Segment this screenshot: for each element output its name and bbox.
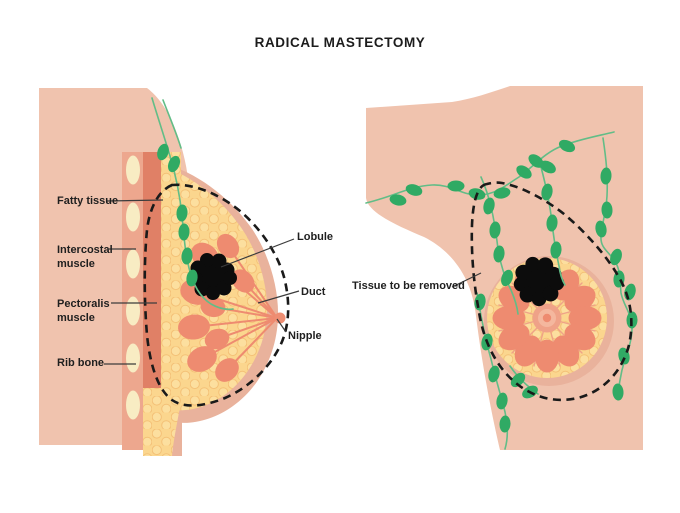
label-duct: Duct [301, 286, 326, 298]
pectoralis-muscle-strip [143, 152, 161, 388]
areola [532, 303, 562, 333]
page-title: RADICAL MASTECTOMY [254, 35, 426, 50]
label-pectoralis-muscle: Pectoralis muscle [57, 298, 110, 324]
nipple-shape [274, 312, 286, 324]
label-lobule: Lobule [297, 231, 334, 243]
lymph-node-chains-right [365, 131, 638, 450]
label-fatty-tissue: Fatty tissue [57, 195, 119, 207]
label-tissue-to-be-removed: Tissue to be removed [352, 280, 465, 292]
rib-bones [126, 155, 140, 420]
lymph-node-chain-left [151, 97, 234, 311]
label-nipple: Nipple [288, 330, 322, 342]
tumor-left [189, 253, 237, 300]
label-rib-bone: Rib bone [57, 357, 105, 369]
label-intercostal-muscle: Intercostal muscle [57, 244, 113, 270]
breast-front-view [365, 86, 643, 450]
dashed-outline-right [470, 181, 633, 402]
label-pointer-line-right [451, 272, 482, 288]
breast-side-view [39, 88, 300, 456]
dashed-outline-left [143, 183, 290, 407]
tumor-right [513, 256, 565, 307]
label-pointer-lines-left [104, 199, 300, 365]
